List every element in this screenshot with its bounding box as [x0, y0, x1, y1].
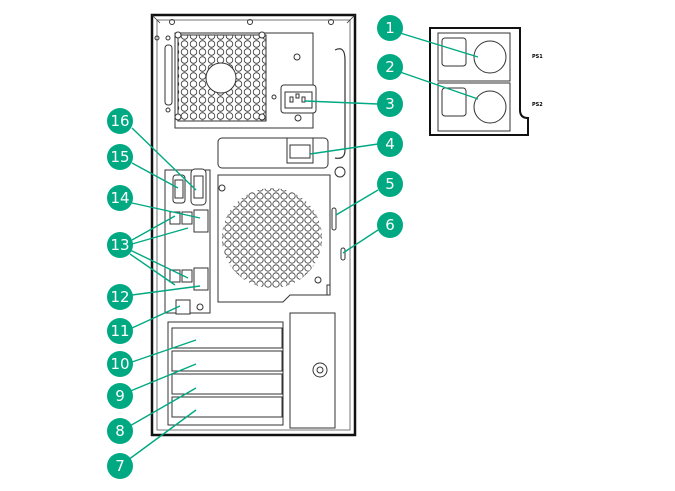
- callout-16-label: 16: [110, 112, 129, 130]
- callout-8: 8: [107, 418, 133, 444]
- callout-15-label: 15: [110, 148, 129, 166]
- redundant-psu-inset: PS1 PS2: [429, 27, 543, 136]
- pcie-slots: [167, 312, 336, 429]
- callout-3: 3: [377, 91, 403, 117]
- callout-2: 2: [377, 54, 403, 80]
- callout-10-label: 10: [110, 355, 129, 373]
- callout-7-label: 7: [115, 457, 125, 475]
- callout-11-label: 11: [110, 322, 129, 340]
- psu-label-1: PS1: [532, 54, 543, 60]
- callout-6: 6: [377, 212, 403, 238]
- fan-grille: [217, 166, 346, 303]
- callout-8-label: 8: [115, 422, 125, 440]
- callout-9-label: 9: [115, 387, 125, 405]
- callout-12-label: 12: [110, 288, 129, 306]
- callout-2-label: 2: [385, 58, 395, 76]
- power-supply-bay: [174, 31, 317, 129]
- callout-7: 7: [107, 453, 133, 479]
- callout-1: 1: [377, 15, 403, 41]
- callout-14: 14: [107, 185, 133, 211]
- callout-13: 13: [107, 232, 133, 258]
- callout-5-label: 5: [385, 175, 395, 193]
- callout-13-label: 13: [110, 236, 129, 254]
- callout-5: 5: [377, 171, 403, 197]
- psu-label-2: PS2: [532, 102, 543, 108]
- leader-lines: [127, 32, 479, 461]
- callout-1-label: 1: [385, 19, 395, 37]
- callout-4-label: 4: [385, 135, 395, 153]
- callout-15: 15: [107, 144, 133, 170]
- callout-12: 12: [107, 284, 133, 310]
- callout-6-label: 6: [385, 216, 395, 234]
- callout-14-label: 14: [110, 189, 129, 207]
- callout-10: 10: [107, 351, 133, 377]
- callout-3-label: 3: [385, 95, 395, 113]
- callout-11: 11: [107, 318, 133, 344]
- rear-component-area: [217, 137, 329, 169]
- callout-9: 9: [107, 383, 133, 409]
- callout-4: 4: [377, 131, 403, 157]
- callout-16: 16: [107, 108, 133, 134]
